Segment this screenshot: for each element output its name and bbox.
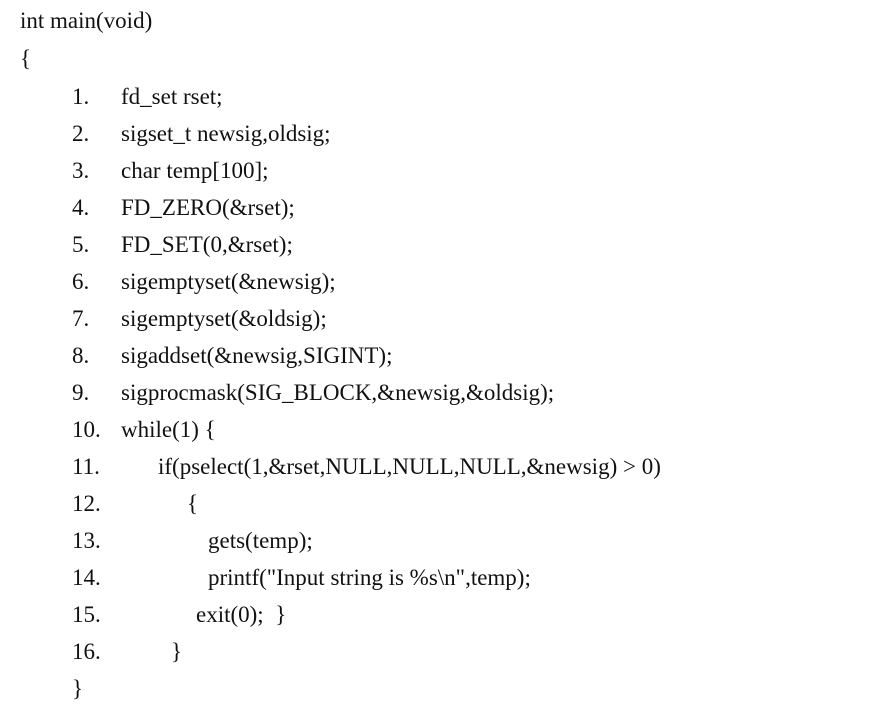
code-line: 9. sigprocmask(SIG_BLOCK,&newsig,&oldsig… [0, 379, 889, 407]
code-line: 5. FD_SET(0,&rset); [0, 231, 889, 259]
code-line: 11. if(pselect(1,&rset,NULL,NULL,NULL,&n… [0, 453, 889, 481]
line-number: 7. [72, 306, 90, 331]
code-text: gets(temp); [208, 528, 313, 553]
line-number: 8. [72, 343, 90, 368]
code-line: 15. exit(0); } [0, 601, 889, 629]
line-number: 1. [72, 84, 90, 109]
function-signature: int main(void) [20, 8, 153, 33]
code-text: } [171, 639, 183, 664]
line-number: 15. [72, 602, 101, 627]
code-line: 8. sigaddset(&newsig,SIGINT); [0, 342, 889, 370]
code-line: 6. sigemptyset(&newsig); [0, 268, 889, 296]
code-text: FD_SET(0,&rset); [121, 232, 293, 257]
line-number: 2. [72, 121, 90, 146]
code-text: printf("Input string is %s\n",temp); [208, 565, 531, 590]
code-line: 14. printf("Input string is %s\n",temp); [0, 564, 889, 592]
line-number: 10. [72, 417, 101, 442]
code-text: if(pselect(1,&rset,NULL,NULL,NULL,&newsi… [158, 454, 661, 479]
code-line: 12. { [0, 490, 889, 518]
line-number: 11. [72, 454, 100, 479]
code-line: 2. sigset_t newsig,oldsig; [0, 120, 889, 148]
line-number: 4. [72, 195, 90, 220]
code-text: sigprocmask(SIG_BLOCK,&newsig,&oldsig); [121, 380, 555, 405]
code-text: sigaddset(&newsig,SIGINT); [121, 343, 393, 368]
line-number: 14. [72, 565, 101, 590]
line-number: 6. [72, 269, 90, 294]
code-line: 4. FD_ZERO(&rset); [0, 194, 889, 222]
code-text: while(1) { [121, 417, 216, 442]
code-text: sigset_t newsig,oldsig; [121, 121, 331, 146]
code-text: fd_set rset; [121, 84, 223, 109]
close-brace: } [72, 676, 84, 701]
line-number: 3. [72, 158, 90, 183]
open-brace: { [20, 46, 32, 71]
code-text: FD_ZERO(&rset); [121, 195, 295, 220]
code-text: sigemptyset(&oldsig); [121, 306, 327, 331]
code-line: 16. } [0, 638, 889, 666]
line-number: 13. [72, 528, 101, 553]
line-number: 9. [72, 380, 90, 405]
code-text: char temp[100]; [121, 158, 269, 183]
code-text: exit(0); } [196, 602, 287, 627]
code-text: sigemptyset(&newsig); [121, 269, 336, 294]
code-line: 13. gets(temp); [0, 527, 889, 555]
code-line: 3. char temp[100]; [0, 157, 889, 185]
code-line: 1. fd_set rset; [0, 83, 889, 111]
code-line: 7. sigemptyset(&oldsig); [0, 305, 889, 333]
code-text: { [187, 491, 199, 516]
line-number: 12. [72, 491, 101, 516]
line-number: 16. [72, 639, 101, 664]
code-line: 10. while(1) { [0, 416, 889, 444]
line-number: 5. [72, 232, 90, 257]
